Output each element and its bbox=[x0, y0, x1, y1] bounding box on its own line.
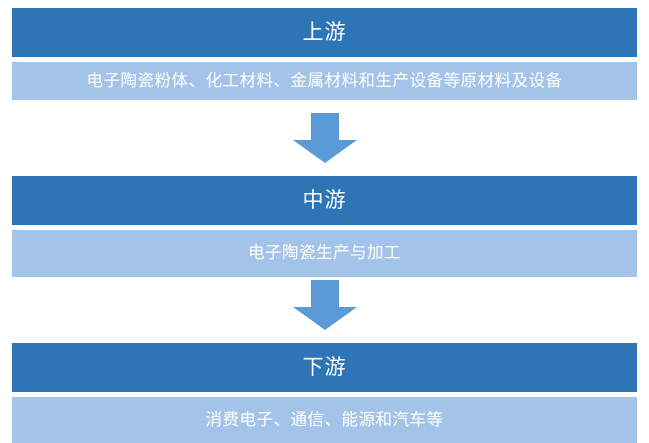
stage-upstream: 上游 电子陶瓷粉体、化工材料、金属材料和生产设备等原材料及设备 bbox=[12, 8, 637, 100]
stage-downstream: 下游 消费电子、通信、能源和汽车等 bbox=[12, 343, 637, 443]
down-arrow-icon bbox=[293, 280, 357, 330]
stage-upstream-body: 电子陶瓷粉体、化工材料、金属材料和生产设备等原材料及设备 bbox=[12, 62, 637, 100]
stage-upstream-header: 上游 bbox=[12, 8, 637, 57]
down-arrow-glyph bbox=[293, 113, 357, 163]
stage-midstream-body: 电子陶瓷生产与加工 bbox=[12, 230, 637, 277]
stage-midstream-header: 中游 bbox=[12, 176, 637, 225]
down-arrow-glyph bbox=[293, 280, 357, 330]
stage-midstream: 中游 电子陶瓷生产与加工 bbox=[12, 176, 637, 277]
down-arrow-icon bbox=[293, 113, 357, 163]
stage-downstream-body: 消费电子、通信、能源和汽车等 bbox=[12, 397, 637, 443]
stage-downstream-header: 下游 bbox=[12, 343, 637, 392]
